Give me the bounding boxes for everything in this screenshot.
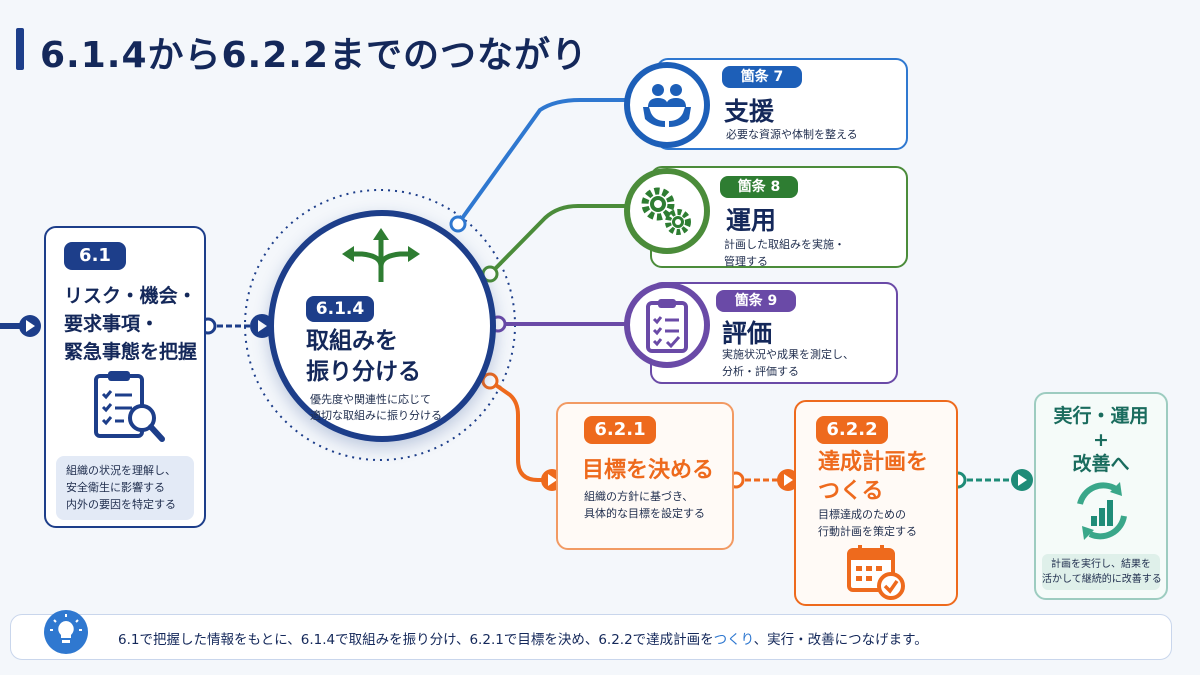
connector-614-621: [488, 379, 548, 482]
box-6-2-1-desc: 組織の方針に基づき、 具体的な目標を設定する: [584, 490, 705, 520]
badge-branch-8: 箇条 8: [720, 176, 798, 198]
box-6-1-desc: 組織の状況を理解し、 安全衛生に影響する 内外の要因を特定する: [56, 456, 194, 520]
box-6-2-2: 6.2.2 達成計画を つくる 目標達成のための 行動計画を策定する: [794, 400, 958, 606]
box-execute: 実行・運用 + 改善へ 計画を実行し、結果を 活かして継続的に改善する: [1034, 392, 1168, 600]
box-6-1: 6.1 リスク・機会・ 要求事項・ 緊急事態を把握 組織の状況を理解し、 安全衛…: [44, 226, 206, 528]
badge-branch-9: 箇条 9: [716, 290, 796, 312]
badge-6-2-1: 6.2.1: [584, 416, 656, 444]
title-accent-bar: [16, 28, 24, 70]
calendar-check-icon: [847, 545, 905, 600]
badge-6-1: 6.1: [64, 242, 126, 270]
box-6-2-1: 6.2.1 目標を決める 組織の方針に基づき、 具体的な目標を設定する: [556, 402, 734, 550]
box-execute-title: 実行・運用 + 改善へ: [1053, 405, 1149, 475]
branch-8-icon-circle: [624, 168, 710, 254]
branch-7-title: 支援: [724, 97, 775, 126]
clipboard-search-icon: [94, 371, 165, 442]
lightbulb-icon: [50, 614, 82, 643]
footer-banner: [10, 614, 1172, 660]
center-title: 取組みを 振り分ける: [306, 328, 421, 385]
box-6-2-2-title: 達成計画を つくる: [818, 450, 929, 504]
box-6-2-2-desc: 目標達成のための 行動計画を策定する: [818, 508, 917, 538]
box-execute-desc: 計画を実行し、結果を 活かして継続的に改善する: [1042, 554, 1162, 590]
center-desc: 優先度や関連性に応じて 適切な取組みに振り分ける: [310, 393, 442, 422]
branch-7-desc: 必要な資源や体制を整える: [726, 128, 858, 141]
page-title: 6.1.4から6.2.2までのつながり: [40, 35, 588, 76]
branch-8-title: 運用: [726, 206, 777, 235]
branch-8-desc: 計画した取組みを実施・ 管理する: [724, 238, 845, 268]
branching-arrows-icon: [342, 228, 420, 282]
footer-icon-circle: [44, 610, 88, 654]
connector-branch-7: [456, 98, 640, 226]
badge-6-2-2: 6.2.2: [816, 416, 888, 444]
box-6-2-1-title: 目標を決める: [582, 458, 715, 483]
footer-text: 6.1で把握した情報をもとに、6.1.4で取組みを振り分け、6.2.1で目標を決…: [118, 632, 928, 648]
branch-9-desc: 実施状況や成果を測定し、 分析・評価する: [722, 348, 854, 378]
gears-icon: [641, 187, 691, 235]
cycle-chart-icon: [1077, 482, 1127, 540]
branch-9-title: 評価: [722, 319, 773, 348]
box-6-1-title: リスク・機会・ 要求事項・ 緊急事態を把握: [64, 285, 198, 363]
footer-text-highlight: つくり: [713, 632, 754, 648]
badge-branch-7: 箇条 7: [722, 66, 802, 88]
connector-branch-8: [488, 204, 640, 276]
people-hands-icon: [643, 84, 691, 127]
clipboard-check-icon: [646, 299, 688, 353]
badge-6-1-4: 6.1.4: [306, 296, 374, 322]
